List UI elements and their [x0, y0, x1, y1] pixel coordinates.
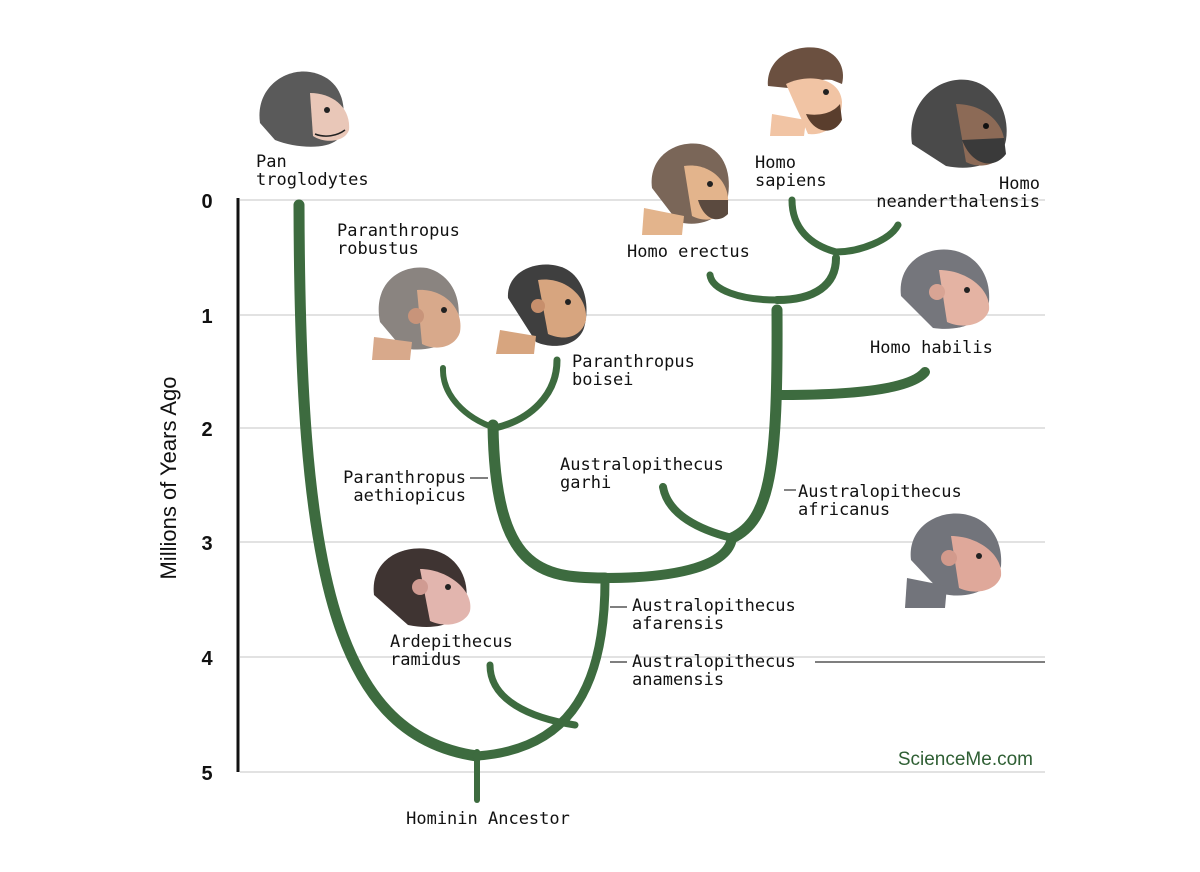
branch-pan — [293, 199, 483, 762]
credit-text: ScienceMe.com — [898, 749, 1033, 770]
branch-africanus — [726, 304, 783, 544]
branch-australopithecus — [600, 533, 737, 583]
neanderthal-head-icon — [911, 79, 1007, 168]
branch-neanderthalensis — [832, 221, 902, 256]
tick-5: 5 — [201, 763, 212, 785]
branch-sapiens — [788, 196, 840, 256]
robustus-head-icon — [372, 267, 461, 360]
tick-4: 4 — [201, 648, 213, 670]
tick-1: 1 — [201, 306, 212, 328]
branch-paranthropus-stem — [487, 419, 611, 584]
chimp-head-icon — [259, 71, 350, 147]
ramidus-head-icon — [373, 548, 471, 627]
label-leaders — [470, 477, 1045, 663]
erectus-head-icon — [642, 143, 729, 235]
branch-habilis — [773, 367, 930, 400]
branch-robustus — [439, 365, 498, 431]
label-homo-erectus: Homo erectus — [627, 242, 750, 262]
branch-garhi — [659, 483, 736, 542]
branch-ardipithecus — [486, 661, 579, 729]
tick-0: 0 — [201, 191, 212, 213]
axis-ticks: 0 1 2 3 4 5 — [201, 191, 213, 785]
label-hominin-ancestor: Hominin Ancestor — [406, 809, 570, 829]
habilis-head-icon — [900, 249, 990, 329]
branch-hominin — [472, 575, 610, 761]
tick-3: 3 — [201, 533, 212, 555]
sapiens-head-icon — [767, 47, 843, 136]
branch-boisei — [491, 356, 561, 432]
time-gridlines — [240, 199, 1045, 773]
branch-homo-late — [773, 254, 840, 304]
boisei-head-icon — [496, 264, 587, 354]
branch-erectus — [706, 271, 781, 304]
africanus-head-icon — [905, 513, 1002, 608]
tick-2: 2 — [201, 419, 212, 441]
phylogeny-branches — [293, 196, 930, 803]
axis-title: Millions of Years Ago — [156, 376, 181, 579]
label-homo-habilis: Homo habilis — [870, 338, 993, 358]
